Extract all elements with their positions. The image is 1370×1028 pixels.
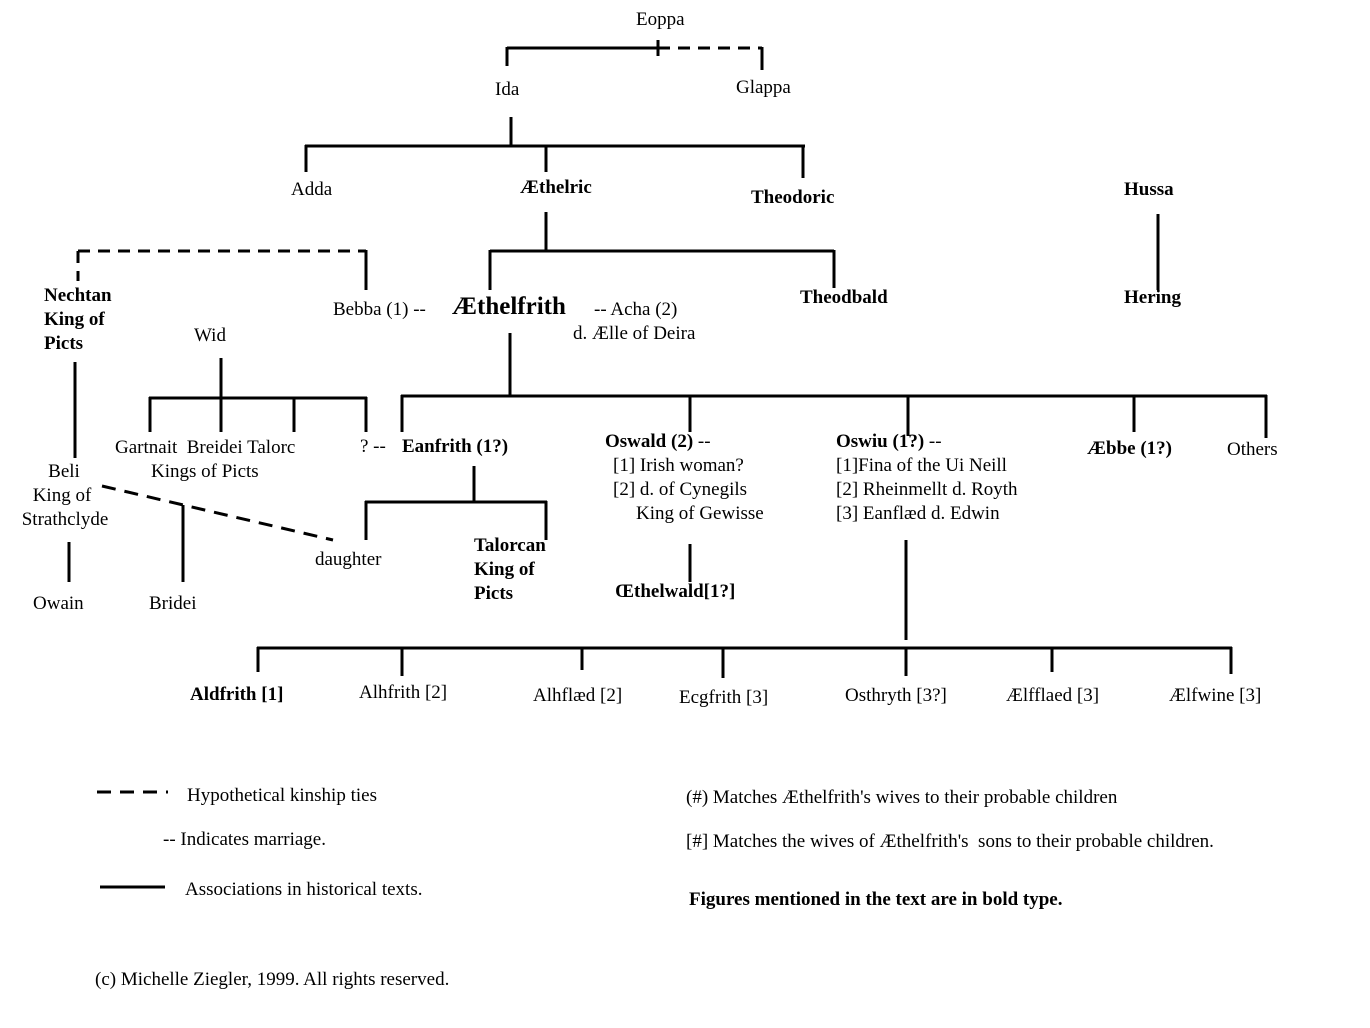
node-ida: Ida xyxy=(495,79,520,100)
copyright: (c) Michelle Ziegler, 1999. All rights r… xyxy=(95,969,450,990)
node-beli-title: King of xyxy=(32,485,92,506)
node-bridei: Bridei xyxy=(149,593,197,614)
node-eoppa: Eoppa xyxy=(636,9,685,30)
aethelfrith-lines xyxy=(400,333,1268,438)
oswiu-wife: [1]Fina of the Ui Neill xyxy=(836,455,1007,476)
node-oswald: Oswald (2) -- xyxy=(605,430,711,454)
wid-lines xyxy=(148,358,368,432)
oswald-name: Oswald (2) xyxy=(605,431,694,452)
node-theodoric: Theodoric xyxy=(751,187,835,208)
node-hering: Hering xyxy=(1124,287,1181,308)
legend-marriage: -- Indicates marriage. xyxy=(163,829,326,850)
node-aelfwine: Ælfwine [3] xyxy=(1169,685,1262,706)
node-wid-children-note: Kings of Picts xyxy=(151,461,259,482)
node-acha: -- Acha (2) xyxy=(594,299,678,320)
node-talorcan: Talorcan xyxy=(474,535,546,556)
node-bebba: Bebba (1) -- xyxy=(333,299,426,320)
node-aethelfrith: Æthelfrith xyxy=(452,293,566,320)
note-bold: Figures mentioned in the text are in bol… xyxy=(689,889,1063,910)
node-hussa: Hussa xyxy=(1124,179,1174,200)
node-glappa: Glappa xyxy=(736,77,791,98)
node-eanfrith: Eanfrith (1?) xyxy=(402,436,509,457)
node-unknown-wife: ? -- xyxy=(360,436,386,457)
node-aelfflaed: Ælfflaed [3] xyxy=(1006,685,1100,706)
nechtan-bebba-lines xyxy=(73,249,368,458)
node-aldfrith: Aldfrith [1] xyxy=(190,684,284,705)
node-theodbald: Theodbald xyxy=(800,287,888,308)
legend-hypothetical: Hypothetical kinship ties xyxy=(187,785,377,806)
node-wid: Wid xyxy=(194,325,226,346)
eoppa-lines xyxy=(505,40,764,70)
oswiu-name: Oswiu (1?) xyxy=(836,431,925,452)
note-wives: (#) Matches Æthelfrith's wives to their … xyxy=(686,787,1118,808)
node-oswiu: Oswiu (1?) -- xyxy=(836,430,942,454)
marriage-marker: -- xyxy=(693,431,711,452)
node-daughter: daughter xyxy=(315,549,382,570)
eanfrith-lines xyxy=(364,466,548,540)
node-beli: Beli xyxy=(48,461,80,482)
node-wid-children: Gartnait Breidei Talorc xyxy=(115,437,296,458)
note-sons-wives: [#] Matches the wives of Æthelfrith's so… xyxy=(686,831,1214,852)
node-aebbe: Æbbe (1?) xyxy=(1087,438,1172,459)
marriage-marker: -- xyxy=(924,431,942,452)
node-nechtan: Nechtan xyxy=(44,285,112,306)
oswiu-wife: [3] Eanflæd d. Edwin xyxy=(836,503,1000,524)
node-oethelwald: Œthelwald[1?] xyxy=(615,581,736,602)
oswald-wife: [1] Irish woman? xyxy=(613,455,744,476)
oswald-wife: [2] d. of Cynegils xyxy=(613,479,748,500)
node-aethelric: Æthelric xyxy=(520,177,592,198)
node-osthryth: Osthryth [3?] xyxy=(845,685,947,706)
node-acha-note: d. Ælle of Deira xyxy=(573,323,696,344)
legend-lines xyxy=(97,790,168,889)
oswiu-lines xyxy=(256,540,1233,678)
node-alhflaed: Alhflæd [2] xyxy=(533,685,623,706)
node-talorcan-title: King of xyxy=(474,559,535,580)
node-owain: Owain xyxy=(33,593,84,614)
node-talorcan-title: Picts xyxy=(474,583,514,604)
legend-associations: Associations in historical texts. xyxy=(185,879,423,900)
beli-lines xyxy=(67,484,692,582)
oswald-wife-note: King of Gewisse xyxy=(636,503,764,524)
node-nechtan-title: Picts xyxy=(44,333,84,354)
node-nechtan-title: King of xyxy=(44,309,105,330)
ida-lines xyxy=(304,117,805,178)
node-alhfrith: Alhfrith [2] xyxy=(359,682,448,703)
node-beli-title: Strathclyde xyxy=(21,509,109,530)
node-others: Others xyxy=(1227,439,1278,460)
oswiu-wife: [2] Rheinmellt d. Royth xyxy=(836,479,1018,500)
node-ecgfrith: Ecgfrith [3] xyxy=(679,687,769,708)
aethelric-lines xyxy=(488,212,836,290)
node-adda: Adda xyxy=(291,179,333,200)
